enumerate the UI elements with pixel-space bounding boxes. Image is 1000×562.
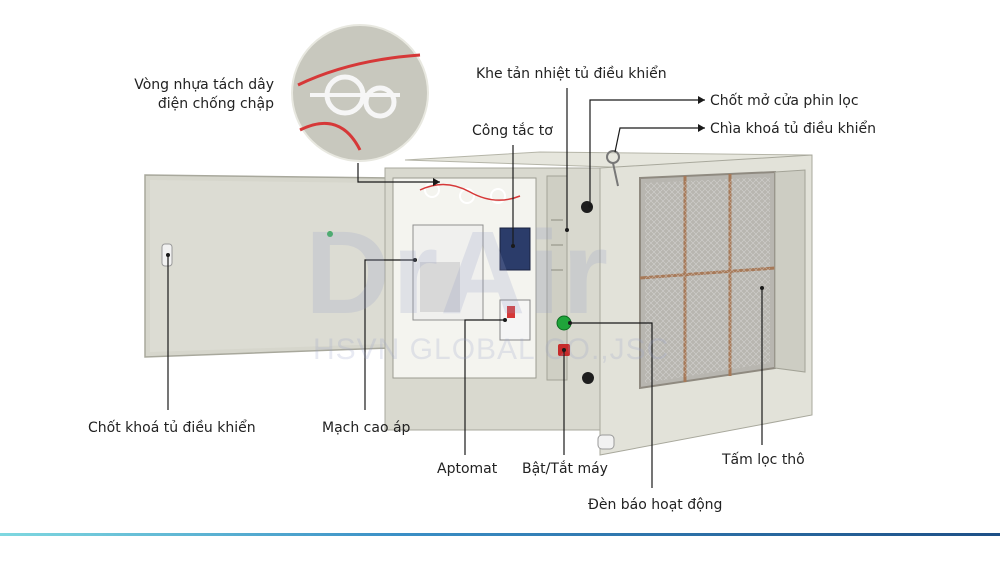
drain-icon xyxy=(597,434,615,450)
pointer-lines xyxy=(167,88,763,488)
hv-module xyxy=(412,224,484,321)
label-power-switch: Bật/Tắt máy xyxy=(522,461,608,477)
label-breaker: Aptomat xyxy=(437,461,498,477)
label-contactor: Công tắc tơ xyxy=(472,123,553,139)
footer-divider xyxy=(0,533,1000,536)
zoom-inset xyxy=(291,24,429,162)
label-status-light: Đèn báo hoạt động xyxy=(588,497,723,513)
label-cabinet-key: Chìa khoá tủ điều khiển xyxy=(710,121,877,137)
coarse-filter-panel xyxy=(639,169,806,390)
knob-icon xyxy=(582,372,594,384)
label-wire-separator: Vòng nhựa tách dây điện chống chập xyxy=(134,77,274,112)
label-filter-door-latch: Chốt mở cửa phin lọc xyxy=(710,93,859,109)
watermark-company: HSVN GLOBAL CO.,JSC xyxy=(313,333,670,366)
door-indicator-icon xyxy=(327,231,333,237)
wire-rings xyxy=(419,182,521,204)
pointer-arrows xyxy=(433,96,705,186)
label-cabinet-lock: Chốt khoá tủ điều khiển xyxy=(88,420,256,436)
label-heat-vent: Khe tản nhiệt tủ điều khiển xyxy=(476,66,667,82)
label-hv-circuit: Mạch cao áp xyxy=(322,420,411,436)
label-coarse-filter: Tấm lọc thô xyxy=(722,452,805,468)
watermark-logo: DrAir xyxy=(305,207,611,339)
pointer-dots xyxy=(166,204,764,352)
key-icon xyxy=(606,150,620,187)
cabinet-door xyxy=(144,174,391,358)
